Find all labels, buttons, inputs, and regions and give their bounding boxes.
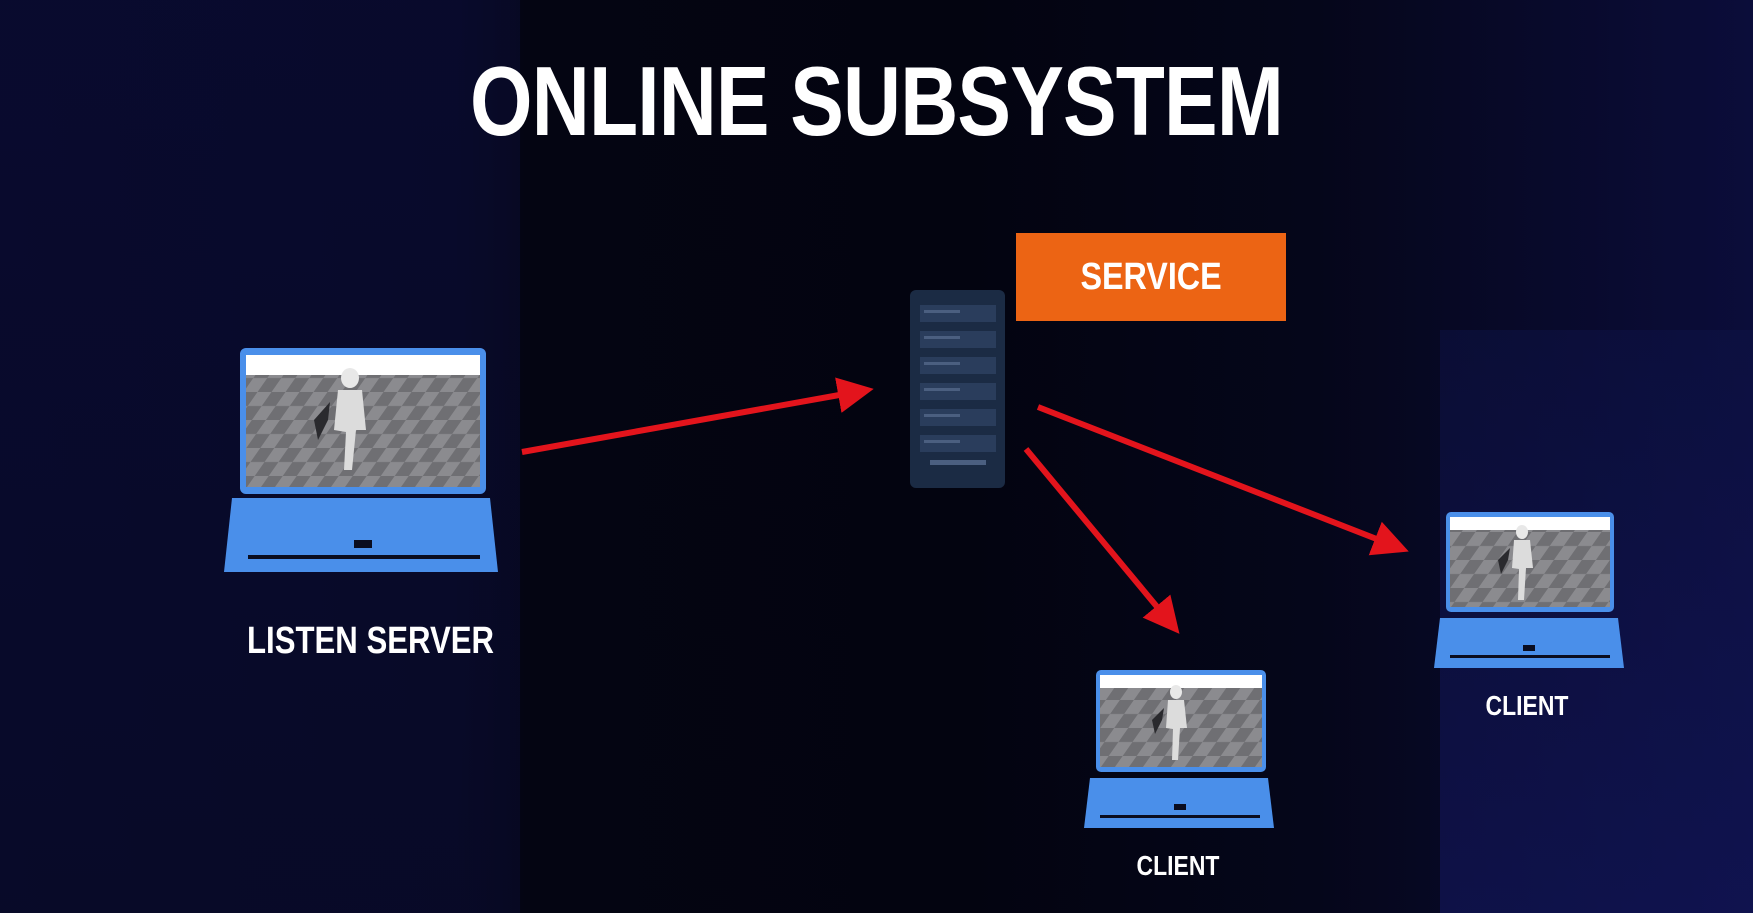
listen-server-laptop-icon [224, 348, 498, 572]
arrow-server-to-client-right [1036, 404, 1409, 556]
client-bottom-label: CLIENT [1136, 850, 1220, 881]
listen-server-label: LISTEN SERVER [247, 620, 495, 662]
client-bottom-laptop-icon [1084, 670, 1274, 828]
server-rack-icon [910, 290, 1005, 488]
client-right-label: CLIENT [1485, 690, 1569, 721]
client-right-laptop-icon [1434, 512, 1624, 668]
service-label: SERVICE [1080, 255, 1222, 298]
arrow-server-to-client-bottom [1023, 447, 1180, 634]
arrow-listen-to-server [521, 377, 874, 455]
service-box: SERVICE [1016, 233, 1286, 321]
slide-title: ONLINE SUBSYSTEM [470, 46, 1284, 156]
